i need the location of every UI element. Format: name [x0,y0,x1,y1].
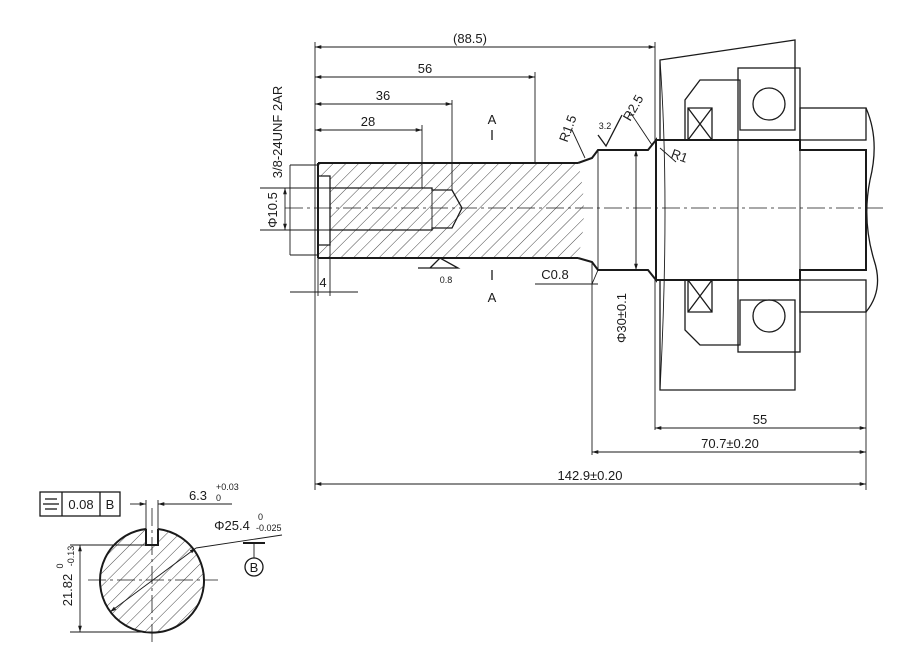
dim-phi-10-5: Φ10.5 [265,192,280,228]
seal-upper [687,107,713,141]
bearing-lower [737,279,801,353]
dim-phi-30: Φ30±0.1 [614,293,629,343]
dim-88-5: (88.5) [453,31,487,46]
shaft-body [656,139,867,281]
shaft-hatched-section [318,163,584,258]
tolerance-frame [39,491,121,517]
section-label-a-top: A [488,112,497,127]
dim-roughness-0-8: 0.8 [440,275,453,285]
section-dia-upper: 0 [258,512,263,522]
flat-nominal: 21.82 [60,574,75,607]
datum-b-label: B [250,560,259,575]
section-dia-lower: -0.025 [256,523,282,533]
section-view: 0.08 B [39,491,283,645]
seal-lower [687,279,713,313]
flat-lower: -0.13 [66,546,76,567]
dim-142-9: 142.9±0.20 [558,468,623,483]
roughness-symbol-3-2 [597,114,623,148]
housing-edge [659,59,666,391]
shaft-main-view [285,137,885,283]
key-width-lower: 0 [216,493,221,503]
dimension-lines [260,42,867,490]
symmetry-icon [43,498,59,510]
dim-4: 4 [319,275,326,290]
dim-36: 36 [376,88,390,103]
key-width-upper: +0.03 [216,482,239,492]
housing-lower [659,279,796,391]
thread-end-chamfer [318,175,331,246]
dim-c0-8: C0.8 [541,267,568,282]
housing-upper [659,39,796,141]
dim-thread: 3/8-24UNF 2AR [270,86,285,178]
shaft-neck [577,137,657,283]
bearing-ball-lower [752,299,786,333]
roughness-symbol-0-8 [418,257,461,269]
dim-70-7: 70.7±0.20 [701,436,759,451]
key-width-nominal: 6.3 [189,488,207,503]
bearing-housing [659,39,879,391]
tolerance-value: 0.08 [68,497,93,512]
bearing-ball-upper [752,87,786,121]
dim-28: 28 [361,114,375,129]
dim-55: 55 [753,412,767,427]
datum-b-circle [244,557,264,577]
tolerance-datum: B [106,497,115,512]
bearing-upper [737,67,801,141]
section-dia-nominal: Φ25.4 [214,518,250,533]
flat-upper: 0 [55,563,65,568]
collar-lower [799,279,867,313]
dim-roughness-3-2: 3.2 [599,121,612,131]
break-line [865,107,879,313]
dim-56: 56 [418,61,432,76]
dim-r1: R1 [669,146,690,166]
collar-upper [799,107,867,141]
dim-r2-5: R2.5 [620,92,647,123]
section-label-a-bottom: A [488,290,497,305]
